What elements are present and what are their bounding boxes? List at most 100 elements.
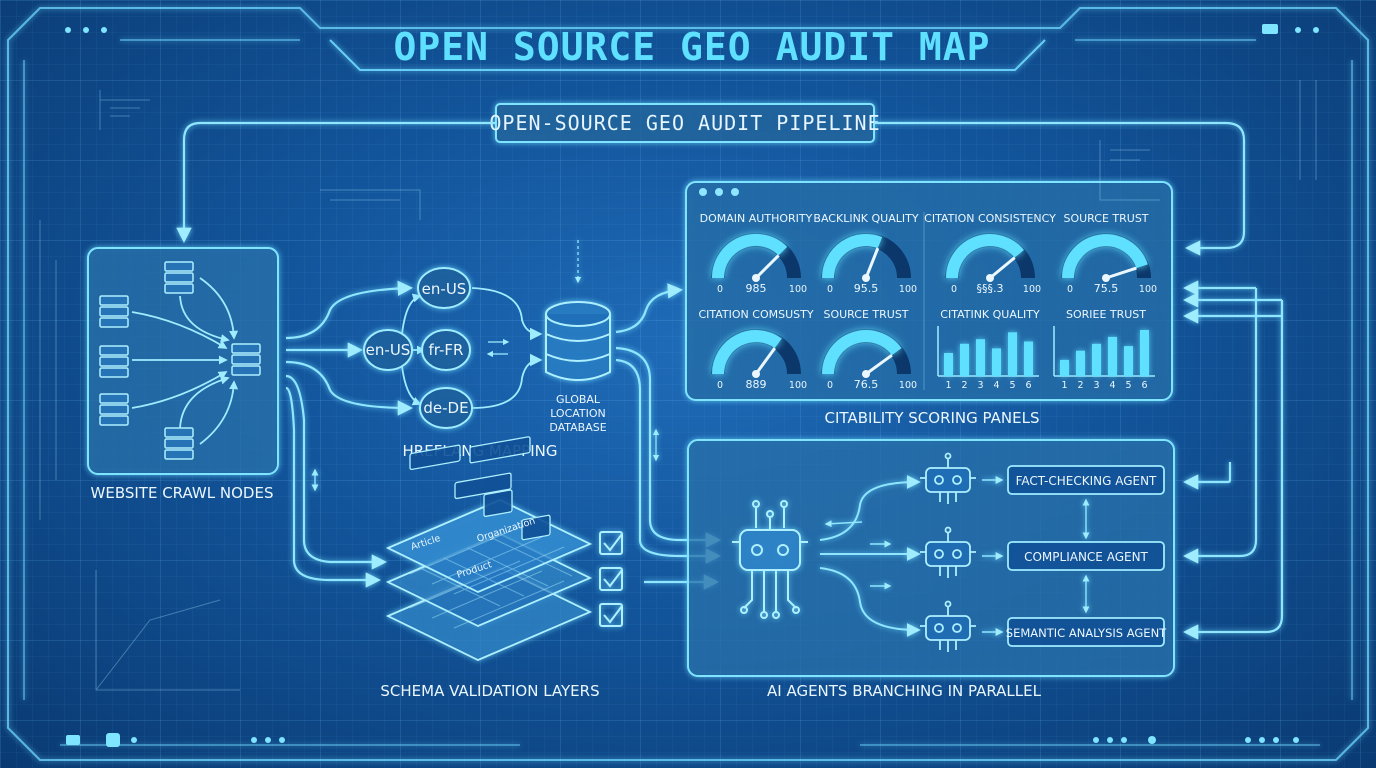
bar-tick-label: 6	[1141, 380, 1147, 391]
hreflang-node-fr-fr: fr-FR	[421, 329, 471, 371]
gauge-needle	[864, 247, 880, 279]
bar-tick-label: 3	[977, 380, 983, 391]
agent-label: SEMANTIC ANALYSIS AGENT	[1006, 626, 1167, 640]
agent-box-compliance: COMPLIANCE AGENT	[1007, 541, 1165, 571]
gauge-title: BACKLINK QUALITY	[813, 212, 918, 225]
gauge-title: SOURCE TRUST	[1063, 212, 1148, 225]
server-icon	[231, 343, 261, 376]
database-label-line3: DATABASE	[549, 421, 606, 434]
bar-tick-label: 5	[1125, 380, 1131, 391]
gauge-max: 100	[1023, 284, 1041, 295]
bar	[1092, 343, 1101, 376]
gauge-value: §§§.3	[977, 282, 1004, 295]
pipeline-label-box: OPEN-SOURCE GEO AUDIT PIPELINE	[489, 103, 880, 143]
gauge-hub	[986, 274, 994, 282]
server-icon	[164, 427, 194, 460]
server-icons	[99, 261, 261, 460]
agents-label: AI AGENTS BRANCHING IN PARALLEL	[767, 682, 1042, 700]
gauge-fill	[822, 234, 883, 279]
scoring-label: CITABILITY SCORING PANELS	[825, 409, 1040, 427]
bar-tick-label: 1	[945, 380, 951, 391]
bar	[944, 353, 953, 376]
bar	[992, 348, 1001, 376]
bar-panel-title: SORIEE TRUST	[1066, 308, 1146, 321]
checkbox-icon	[599, 567, 623, 591]
agent-box-fact-checking: FACT-CHECKING AGENT	[1007, 465, 1165, 495]
hreflang-node-label: de-DE	[423, 399, 468, 417]
robot-icon	[920, 526, 976, 578]
hreflang-node-de-de: de-DE	[419, 387, 473, 429]
robot-icon	[920, 452, 976, 504]
bar-tick-label: 2	[961, 380, 967, 391]
gauge-max: 100	[1139, 284, 1157, 295]
bar-tick-label: 5	[1009, 380, 1015, 391]
server-icon	[99, 393, 129, 426]
server-icon	[164, 261, 194, 294]
agent-box-semantic-analysis: SEMANTIC ANALYSIS AGENT	[1006, 617, 1167, 647]
bar-tick-label: 6	[1025, 380, 1031, 391]
hud-frame	[7, 7, 1369, 761]
bar	[1140, 330, 1149, 376]
gauge-max: 100	[789, 284, 807, 295]
schema-stack: Article Organization Product SCHEMA VALI…	[380, 436, 623, 700]
bar	[1008, 332, 1017, 376]
gauge-max: 100	[899, 380, 917, 391]
gauge: DOMAIN AUTHORITY 0 100 985	[700, 212, 813, 295]
gauge-min: 0	[1067, 284, 1073, 295]
hud-dots	[65, 24, 1319, 747]
bar	[1076, 350, 1085, 376]
gauge-min: 0	[717, 284, 723, 295]
gauge-value: 76.5	[854, 378, 879, 391]
bar	[1060, 359, 1069, 376]
hreflang-node-label: fr-FR	[429, 341, 464, 359]
agent-label: FACT-CHECKING AGENT	[1016, 474, 1157, 488]
bar-tick-label: 1	[1061, 380, 1067, 391]
crawl-label: WEBSITE CRAWL NODES	[91, 484, 274, 502]
robot-hub-icon	[732, 500, 808, 619]
bar-tick-label: 4	[993, 380, 999, 391]
database-label-line2: LOCATION	[550, 407, 606, 420]
checkbox-icon	[599, 531, 623, 555]
diagram-title: OPEN SOURCE GEO AUDIT MAP	[394, 25, 991, 69]
hreflang-cluster: en-US en-US fr-FR de-DE HREFLANG MAPPING	[363, 267, 557, 460]
server-icon	[99, 345, 129, 378]
gauge-needle	[754, 254, 780, 280]
crawl-panel: WEBSITE CRAWL NODES	[87, 247, 279, 502]
bar	[1024, 341, 1033, 376]
agent-label: COMPLIANCE AGENT	[1024, 550, 1148, 564]
server-icon	[99, 295, 129, 328]
agents-panel: FACT-CHECKING AGENT COMPLIANCE AGENT SEM…	[687, 439, 1175, 700]
gauge-value: 75.5	[1094, 282, 1119, 295]
gauge-needle	[1105, 266, 1137, 280]
blueprint-sketches	[39, 80, 1317, 691]
bar-panel-title: CITATINK QUALITY	[940, 308, 1040, 321]
checkbox-icons	[599, 531, 623, 627]
hreflang-node-label: en-US	[422, 280, 467, 298]
schema-label: SCHEMA VALIDATION LAYERS	[380, 682, 599, 700]
gauge-value: 985	[746, 282, 767, 295]
crawl-connectors	[285, 280, 414, 588]
gauge-hub	[752, 274, 760, 282]
gauge-fill	[711, 233, 788, 279]
bar	[1108, 336, 1117, 376]
bar-tick-label: 4	[1109, 380, 1115, 391]
gauge-max: 100	[899, 284, 917, 295]
gauge-needle	[989, 256, 1016, 280]
gauge-hub	[862, 274, 870, 282]
gauge-title: CITATION COMSUSTY	[698, 308, 813, 321]
bar-tick-label: 3	[1093, 380, 1099, 391]
window-dots	[699, 188, 739, 196]
robot-icon	[920, 600, 976, 652]
pipeline-label: OPEN-SOURCE GEO AUDIT PIPELINE	[489, 111, 880, 135]
gauge-needle	[865, 353, 893, 376]
bar	[960, 343, 969, 376]
gauge-hub	[1102, 274, 1110, 282]
hreflang-node-label: en-US	[366, 341, 411, 359]
gauge-title: DOMAIN AUTHORITY	[700, 212, 813, 225]
gauge-min: 0	[717, 380, 723, 391]
